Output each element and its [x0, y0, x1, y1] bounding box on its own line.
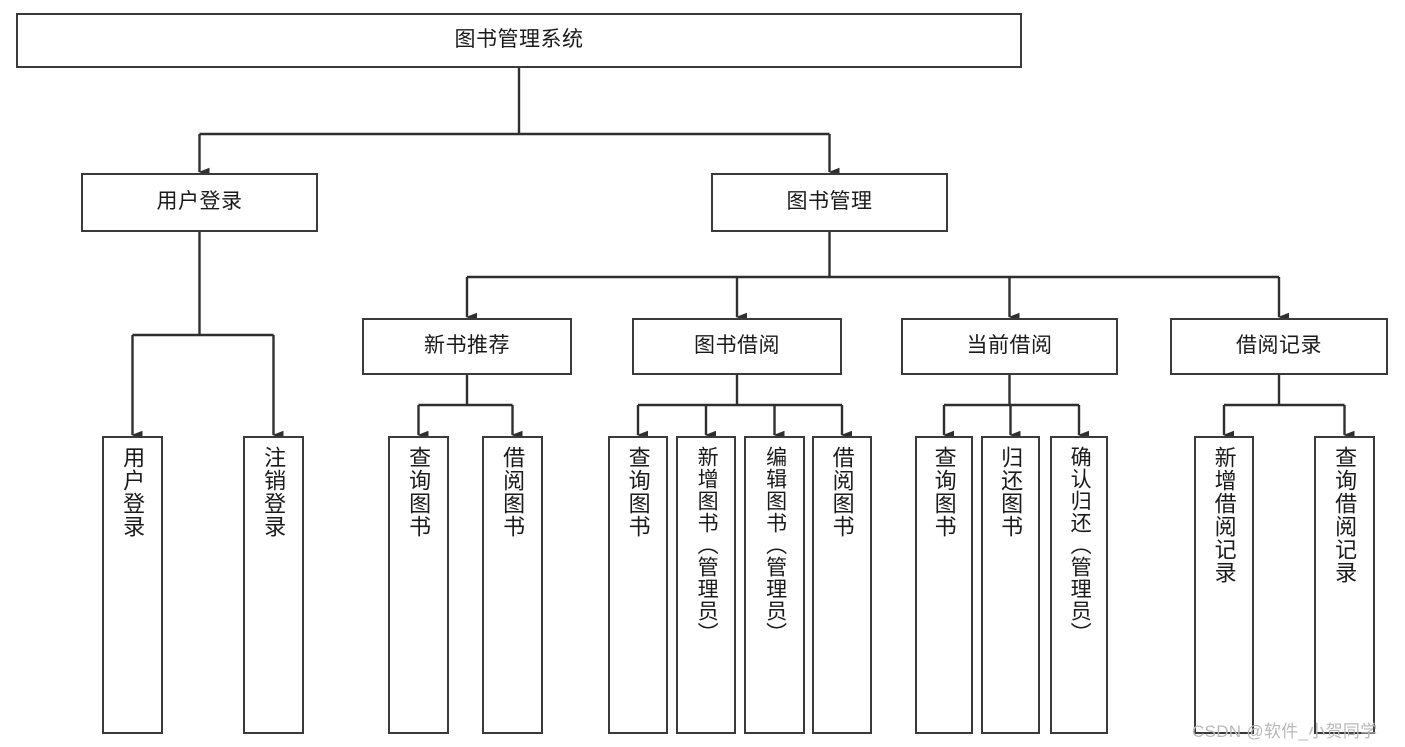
- node-leaf-add-record[interactable]: 新增借阅记录: [1194, 436, 1254, 734]
- node-book-borrow[interactable]: 图书借阅: [632, 318, 842, 375]
- node-leaf-user-login-label: 用户登录: [120, 446, 146, 538]
- node-user-login-label: 用户登录: [156, 190, 243, 214]
- csdn-watermark: CSDN @软件_小贺同学: [1192, 722, 1378, 741]
- node-current-borrow[interactable]: 当前借阅: [901, 318, 1118, 375]
- node-book-borrow-label: 图书借阅: [694, 334, 780, 358]
- node-new-book-rec[interactable]: 新书推荐: [362, 318, 572, 375]
- node-leaf-query-record[interactable]: 查询借阅记录: [1314, 436, 1375, 734]
- node-leaf-borrow-book-bb-label: 借阅图书: [829, 446, 855, 538]
- node-leaf-return-book-label: 归还图书: [998, 446, 1024, 538]
- node-current-borrow-label: 当前借阅: [966, 334, 1053, 358]
- node-leaf-add-book[interactable]: 新增图书（管理员）: [676, 436, 736, 734]
- node-leaf-edit-book[interactable]: 编辑图书（管理员）: [744, 436, 805, 734]
- node-leaf-borrow-book-rec[interactable]: 借阅图书: [482, 436, 543, 734]
- node-leaf-confirm-return[interactable]: 确认归还（管理员）: [1050, 436, 1108, 734]
- node-leaf-user-login[interactable]: 用户登录: [102, 436, 163, 734]
- node-book-manage-label: 图书管理: [786, 190, 873, 214]
- node-leaf-add-book-label: 新增图书（管理员）: [695, 446, 719, 644]
- node-borrow-record-label: 借阅记录: [1236, 334, 1322, 358]
- node-leaf-query-book-bb[interactable]: 查询图书: [608, 436, 668, 734]
- node-leaf-query-record-label: 查询借阅记录: [1332, 446, 1358, 584]
- node-leaf-query-book-cb-label: 查询图书: [931, 446, 957, 538]
- node-root-label: 图书管理系统: [454, 28, 584, 52]
- node-leaf-return-book[interactable]: 归还图书: [981, 436, 1040, 734]
- node-leaf-edit-book-label: 编辑图书（管理员）: [763, 446, 787, 644]
- node-leaf-query-book-rec-label: 查询图书: [406, 446, 432, 538]
- node-root[interactable]: 图书管理系统: [16, 13, 1022, 68]
- node-leaf-borrow-book-bb[interactable]: 借阅图书: [812, 436, 872, 734]
- node-leaf-borrow-book-rec-label: 借阅图书: [500, 446, 526, 538]
- node-leaf-query-book-cb[interactable]: 查询图书: [915, 436, 973, 734]
- node-leaf-query-book-rec[interactable]: 查询图书: [388, 436, 449, 734]
- node-leaf-user-logout[interactable]: 注销登录: [243, 436, 304, 734]
- node-book-manage[interactable]: 图书管理: [711, 173, 948, 232]
- node-leaf-add-record-label: 新增借阅记录: [1211, 446, 1237, 584]
- node-borrow-record[interactable]: 借阅记录: [1170, 318, 1388, 375]
- node-leaf-confirm-return-label: 确认归还（管理员）: [1068, 446, 1092, 644]
- node-leaf-user-logout-label: 注销登录: [261, 446, 287, 538]
- node-leaf-query-book-bb-label: 查询图书: [625, 446, 651, 538]
- node-new-book-rec-label: 新书推荐: [424, 334, 510, 358]
- node-user-login[interactable]: 用户登录: [81, 173, 318, 232]
